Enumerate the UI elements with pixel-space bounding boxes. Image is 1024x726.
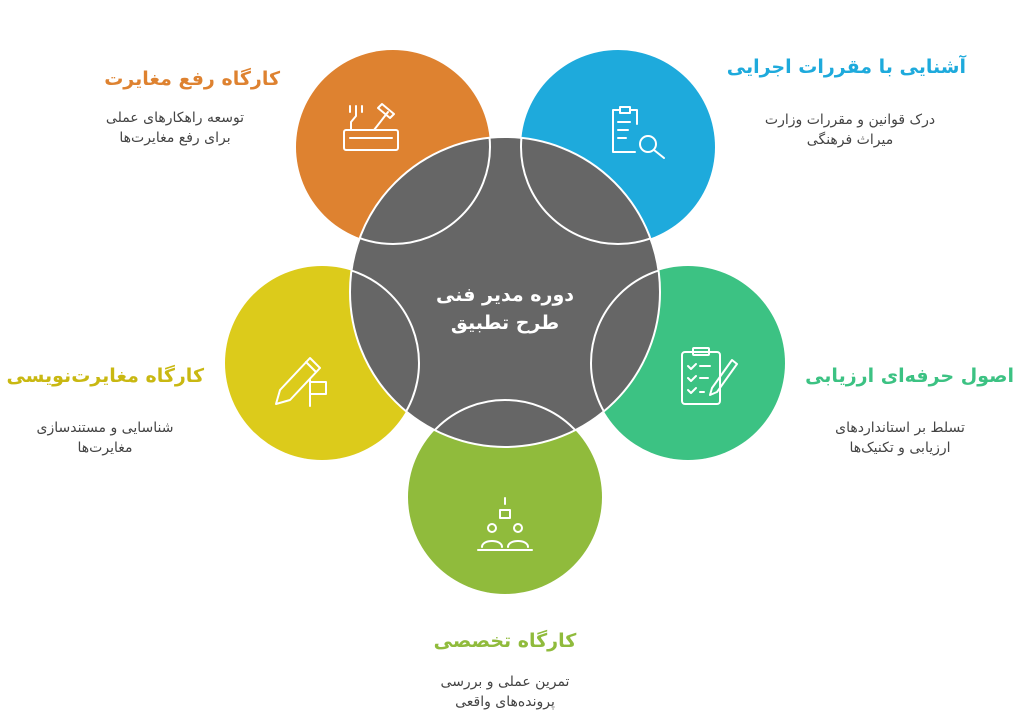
node-desc-rules: درک قوانین و مقررات وزارت میراث فرهنگی	[740, 110, 960, 150]
node-title-rules: آشنایی با مقررات اجرایی	[726, 56, 966, 78]
node-desc-writing-line1: شناسایی و مستندسازی	[36, 420, 174, 436]
node-label-fix: کارگاه رفع مغایرت	[70, 68, 280, 90]
node-desc-writing-line2: مغایرت‌ها	[77, 440, 133, 456]
node-title-writing: کارگاه مغایرت‌نویسی	[6, 365, 204, 387]
overlap-arc-writing	[350, 265, 420, 447]
overlap-arc-rules	[520, 137, 660, 245]
node-desc-eval: تسلط بر استانداردهای ارزیابی و تکنیک‌ها	[800, 418, 1000, 458]
node-desc-fix-line2: برای رفع مغایرت‌ها	[119, 130, 231, 146]
node-title-fix: کارگاه رفع مغایرت	[104, 68, 280, 90]
node-desc-special-line2: پرونده‌های واقعی	[455, 694, 555, 710]
clipboard-search-icon	[612, 106, 665, 159]
node-desc-writing: شناسایی و مستندسازی مغایرت‌ها	[10, 418, 200, 458]
node-title-eval: اصول حرفه‌ای ارزیابی	[805, 365, 1014, 387]
pencil-flag-icon	[275, 357, 327, 407]
workshop-presenter-icon	[477, 497, 533, 551]
overlap-arc-fix	[350, 137, 491, 245]
overlap-arc-eval	[590, 265, 660, 447]
node-desc-rules-line1: درک قوانین و مقررات وزارت	[764, 112, 936, 128]
node-desc-eval-line1: تسلط بر استانداردهای	[835, 420, 965, 436]
center-circle	[350, 137, 660, 447]
node-label-special: کارگاه تخصصی	[405, 630, 605, 652]
node-label-eval: اصول حرفه‌ای ارزیابی	[800, 365, 1014, 387]
center-title-line2: طرح تطبیق	[450, 312, 560, 334]
node-desc-special-line1: تمرین عملی و بررسی	[440, 674, 570, 690]
toolbox-icon	[343, 103, 399, 151]
node-desc-special: تمرین عملی و بررسی پرونده‌های واقعی	[405, 672, 605, 712]
node-desc-fix-line1: توسعه راهکارهای عملی	[105, 110, 245, 126]
center-outline	[349, 136, 661, 448]
clipboard-pencil-icon	[681, 347, 738, 405]
node-desc-rules-line2: میراث فرهنگی	[806, 132, 894, 148]
node-desc-eval-line2: ارزیابی و تکنیک‌ها	[849, 440, 951, 456]
node-desc-fix: توسعه راهکارهای عملی برای رفع مغایرت‌ها	[80, 108, 270, 148]
overlap-arc-special	[407, 399, 603, 447]
node-label-writing: کارگاه مغایرت‌نویسی	[4, 365, 204, 387]
node-label-rules: آشنایی با مقررات اجرایی	[720, 56, 1010, 78]
node-title-special: کارگاه تخصصی	[433, 630, 577, 652]
center-title-line1: دوره مدیر فنی	[435, 284, 575, 306]
